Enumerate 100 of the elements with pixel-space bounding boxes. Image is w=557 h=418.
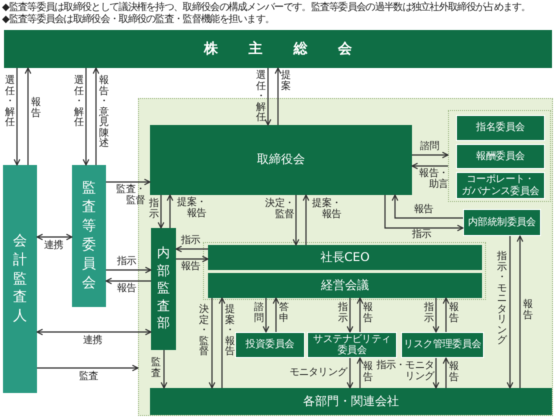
edge-label: 提案: [281, 71, 291, 92]
arrow: [442, 357, 450, 388]
arrow: [356, 357, 364, 388]
vertical-box: [151, 228, 176, 350]
node-label: 指名委員会: [476, 122, 525, 134]
edge-label: 答申: [279, 303, 289, 324]
board-box: [150, 125, 412, 195]
arrow: [274, 67, 282, 125]
arrow: [14, 68, 20, 166]
arrow: [292, 195, 300, 246]
arrow: [106, 178, 151, 186]
arrow: [506, 236, 514, 389]
node-label: 各部門・関連会社: [303, 394, 399, 408]
node-label: 投資委員会: [246, 339, 294, 351]
edge-label: 報告: [363, 303, 373, 324]
arrow: [384, 195, 464, 232]
committee-box: [235, 332, 305, 358]
edge-label: 指示: [149, 199, 159, 220]
node-label: 会計監査人: [13, 232, 27, 326]
arrow: [175, 246, 208, 252]
edge-label: 連携: [44, 241, 64, 252]
edge-label: 報告・意見陳述: [99, 76, 109, 150]
edge-label: 諮問: [420, 142, 440, 152]
arrow: [346, 298, 354, 333]
edge-label: 監査: [79, 372, 98, 382]
node-label: 内部統制委員会: [468, 216, 536, 228]
node-label: リスク管理委員会: [404, 339, 482, 351]
edge-label: 指示・モニタリング: [375, 361, 434, 382]
vertical-box: [72, 165, 106, 307]
arrow: [346, 358, 354, 389]
edge-label: 報告・助言: [418, 169, 448, 190]
edge-label: 指示: [412, 230, 432, 240]
arrow: [442, 297, 450, 332]
arrow: [24, 67, 32, 165]
arrow: [158, 195, 164, 229]
node-label: 内部監査部: [157, 245, 170, 333]
edge-label: 指示: [181, 236, 200, 246]
edge-label: 報告: [363, 362, 373, 383]
arrow: [36, 328, 152, 336]
arrow: [272, 297, 280, 332]
edge-label: 指示・モニタリング: [497, 252, 507, 346]
node-label: 取締役会: [257, 153, 305, 167]
arrow: [82, 68, 90, 166]
arrow: [432, 298, 440, 333]
edge-label: 報告: [31, 98, 41, 119]
arrow: [302, 194, 310, 245]
note-text: ◆監査等委員会は取締役会・取締役の監査・監督機能を担います。: [2, 14, 274, 26]
edge-label: 指示: [117, 257, 136, 268]
edge-label: 指示: [424, 303, 434, 324]
edge-label: モニタリング: [288, 368, 347, 378]
committee-box: [456, 115, 545, 141]
committee-box: [307, 332, 397, 358]
arrow: [516, 235, 524, 388]
edge-label: 諮問: [254, 303, 264, 324]
edge-label: 報告: [414, 205, 434, 216]
arrow: [106, 266, 152, 274]
node-label: 株主総会: [204, 40, 383, 58]
edge-label: 指示: [338, 303, 348, 324]
node-label: 経営会議: [321, 278, 369, 292]
edge-label: 決定・監督: [199, 305, 209, 358]
arrow: [432, 358, 440, 389]
edge-label: 選任・解任: [74, 76, 84, 128]
node-label: 社長CEO: [320, 250, 370, 264]
node-label: 監査等委員会: [82, 179, 96, 293]
edge-label: 報告: [523, 300, 533, 321]
committee-box: [456, 172, 545, 199]
arrow: [412, 152, 449, 158]
edge-label: 決定・監督: [264, 199, 294, 220]
edge-label: 選任・解任: [256, 71, 266, 124]
committee-box: [456, 144, 545, 169]
edge-label: 提案・報告: [225, 305, 235, 358]
committee-box: [401, 332, 484, 358]
edge-label: 監査・監督: [115, 185, 145, 206]
arrow: [92, 67, 100, 165]
node-label: コーポレート・ガバナンス委員会: [460, 174, 540, 197]
committee-box: [463, 209, 541, 236]
arrow: [105, 278, 151, 284]
executive-box: [208, 245, 482, 270]
edge-label: 報告: [449, 303, 459, 324]
arrow: [392, 194, 463, 219]
arrow: [176, 256, 209, 262]
vertical-box: [3, 165, 37, 393]
edge-label: 提案・報告: [176, 198, 206, 219]
department-box: [150, 388, 552, 415]
committee-group: [448, 110, 551, 202]
node-label: 報酬委員会: [476, 150, 525, 162]
edge-label: 提案・報告: [311, 199, 341, 220]
arrow: [411, 162, 448, 170]
arrow: [262, 298, 270, 333]
arrow: [208, 298, 216, 389]
edge-label: 監査: [151, 358, 161, 379]
edge-label: 報告: [117, 284, 136, 294]
arrow: [36, 234, 73, 240]
edge-label: 報告: [449, 362, 459, 383]
edge-label: 報告: [181, 262, 200, 272]
arrow: [356, 297, 364, 332]
arrow: [37, 364, 139, 372]
node-label: サステナビリティ委員会: [312, 334, 392, 356]
note-text: ◆監査等委員は取締役として議決権を持つ、取締役会の構成メンバーです。監査等委員会の過半数は独立社外取締役が占めます。: [2, 2, 530, 14]
header-band: [4, 30, 552, 68]
